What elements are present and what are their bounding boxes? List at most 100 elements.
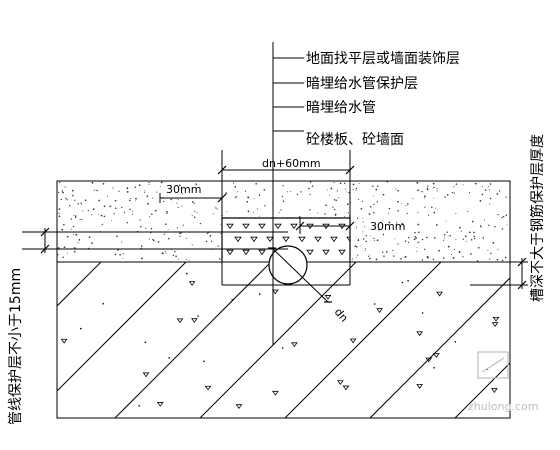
screed-dot [81, 204, 83, 206]
screed-dot [473, 237, 476, 240]
slab-aggregate-mark [336, 380, 344, 386]
screed-dot [94, 189, 96, 191]
screed-dot [115, 207, 117, 209]
groove-aggregate-mark [330, 236, 338, 243]
screed-dot [488, 203, 490, 205]
screed-dot [470, 254, 472, 255]
screed-dot [490, 252, 492, 255]
screed-dot [309, 181, 312, 183]
screed-dot [232, 182, 235, 184]
screed-dot [234, 185, 237, 188]
screed-dot [134, 200, 136, 202]
screed-dot [360, 207, 363, 210]
screed-dot [258, 194, 260, 196]
screed-dot [60, 198, 62, 201]
slab-dot [407, 280, 409, 282]
screed-dot [468, 231, 471, 234]
screed-dot [386, 181, 388, 183]
screed-dot [176, 202, 178, 204]
screed-dot [181, 205, 183, 207]
screed-dot [123, 211, 126, 214]
screed-dot [400, 257, 402, 260]
slab-aggregate-mark [425, 357, 433, 363]
screed-dot [70, 218, 73, 220]
screed-dot [264, 189, 266, 191]
groove-aggregate-mark [242, 249, 250, 256]
screed-dot [373, 211, 375, 214]
screed-dot [59, 181, 61, 184]
slab-aggregate-mark [376, 308, 383, 314]
screed-dot [401, 222, 404, 225]
screed-dot [397, 189, 399, 192]
screed-dot [66, 235, 69, 238]
screed-dot [479, 200, 482, 202]
screed-dot [432, 258, 435, 261]
screed-dot [333, 199, 336, 201]
callout-label-finish-layer: 地面找平层或墙面装饰层 [306, 51, 460, 67]
screed-dot [264, 205, 266, 207]
screed-dot [247, 210, 250, 213]
screed-dot [196, 212, 198, 214]
screed-dot [334, 213, 337, 216]
screed-dot [159, 185, 161, 187]
screed-dot [166, 210, 168, 213]
screed-dot [365, 247, 367, 250]
screed-dot [496, 193, 499, 195]
screed-dot [462, 238, 464, 240]
groove-aggregate-mark [298, 236, 306, 243]
screed-dot [186, 237, 188, 239]
screed-dot [191, 244, 193, 246]
screed-dot [426, 188, 429, 191]
screed-dot [246, 201, 248, 203]
screed-dot [309, 209, 311, 211]
screed-dot [365, 235, 367, 237]
screed-dot [453, 192, 455, 194]
screed-dot [455, 183, 458, 185]
slab-aggregate-mark [156, 402, 164, 407]
groove-aggregate-mark [266, 236, 274, 243]
right-side-label: 槽深不大于钢筋保护层厚度 [529, 134, 546, 302]
screed-dot [150, 227, 153, 230]
screed-dot [160, 181, 163, 184]
screed-dot [193, 203, 195, 205]
slab-aggregate-mark [433, 353, 440, 358]
screed-dot [92, 208, 95, 210]
screed-dot [425, 236, 428, 239]
screed-dot [473, 231, 475, 234]
slab-aggregate-mark [176, 318, 184, 324]
screed-dot [71, 189, 74, 192]
screed-dot [195, 183, 198, 185]
slab-aggregate-mark [342, 385, 350, 391]
screed-dot [72, 225, 75, 228]
screed-dot [355, 189, 357, 191]
screed-dot [165, 253, 167, 254]
screed-dot [436, 188, 438, 190]
screed-dot [57, 247, 60, 249]
slab-dot [373, 303, 376, 305]
screed-dot [185, 259, 187, 261]
slab-dot [281, 347, 284, 349]
screed-dot [489, 183, 492, 185]
screed-dot [63, 246, 66, 249]
screed-dot [358, 238, 359, 240]
screed-dot [157, 240, 160, 243]
screed-dot [237, 191, 239, 193]
groove-aggregate-mark [290, 223, 298, 230]
watermark: zhulong.com [468, 351, 538, 413]
screed-dot [193, 216, 196, 218]
screed-dot [345, 188, 347, 190]
screed-dot [154, 209, 157, 212]
groove-aggregate-mark [242, 223, 250, 230]
slab-dot [433, 367, 435, 369]
left-side-label: 管线保护层不小于15mm [8, 268, 24, 425]
screed-dot [424, 248, 426, 250]
groove-aggregate-mark [338, 249, 346, 256]
screed-dot [126, 187, 129, 190]
screed-dot [172, 254, 175, 256]
screed-dot [140, 247, 142, 249]
screed-dot [253, 198, 255, 200]
screed-dot [57, 254, 59, 256]
screed-dot [477, 246, 480, 249]
screed-dot [369, 206, 372, 208]
screed-dot [421, 259, 424, 261]
